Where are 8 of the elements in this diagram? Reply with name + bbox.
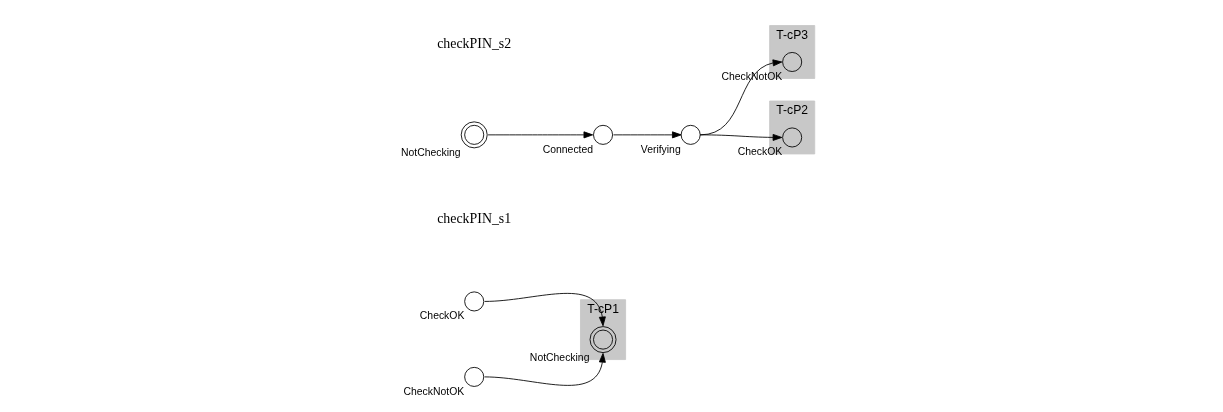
label: checkPIN_s1 bbox=[437, 211, 512, 227]
node-label: Connected bbox=[542, 143, 594, 155]
node-label: CheckOK bbox=[419, 310, 465, 322]
node-label: Verifying bbox=[640, 143, 681, 155]
node-label: CheckNotOK bbox=[403, 385, 465, 397]
label: checkPIN_s2 bbox=[437, 35, 512, 51]
node-label: NotChecking bbox=[401, 147, 461, 159]
node-label: CheckNotOK bbox=[721, 70, 783, 82]
